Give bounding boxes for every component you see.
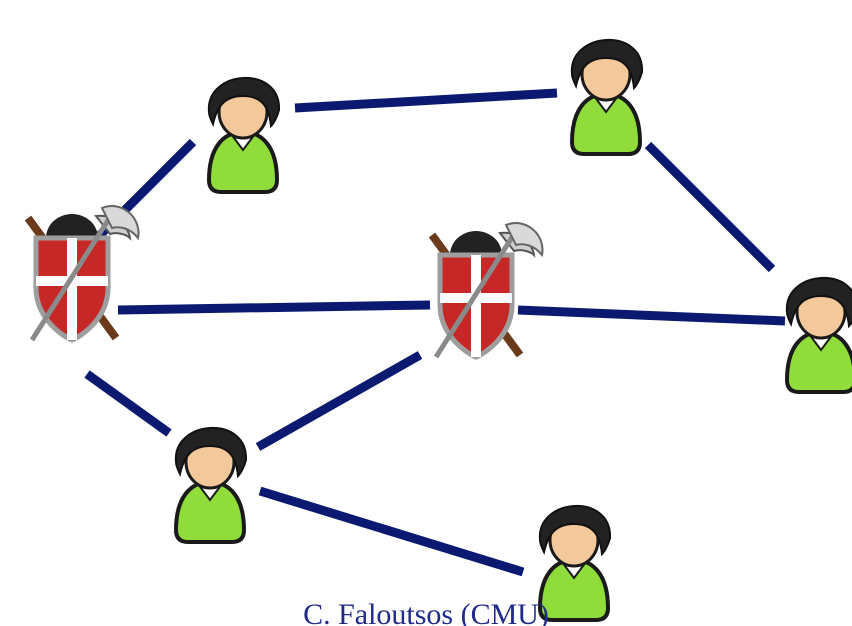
fraudster-icon bbox=[432, 223, 543, 357]
person-icon bbox=[569, 37, 645, 156]
edge-fraudster-a-fraudster-b bbox=[117, 300, 431, 315]
edge-user-d-user-e bbox=[258, 486, 525, 577]
edge-user-b-user-c bbox=[644, 141, 776, 273]
footer-credit: C. Faloutsos (CMU) bbox=[303, 598, 549, 626]
fraudster-icon bbox=[28, 206, 139, 340]
edge-user-d-fraudster-b bbox=[255, 351, 423, 451]
edge-fraudster-a-user-d bbox=[84, 370, 172, 437]
person-icon bbox=[206, 75, 282, 194]
person-icon bbox=[784, 275, 852, 394]
edge-user-a-user-b bbox=[294, 88, 558, 113]
edge-fraudster-b-user-c bbox=[517, 305, 786, 326]
person-icon bbox=[173, 425, 249, 544]
